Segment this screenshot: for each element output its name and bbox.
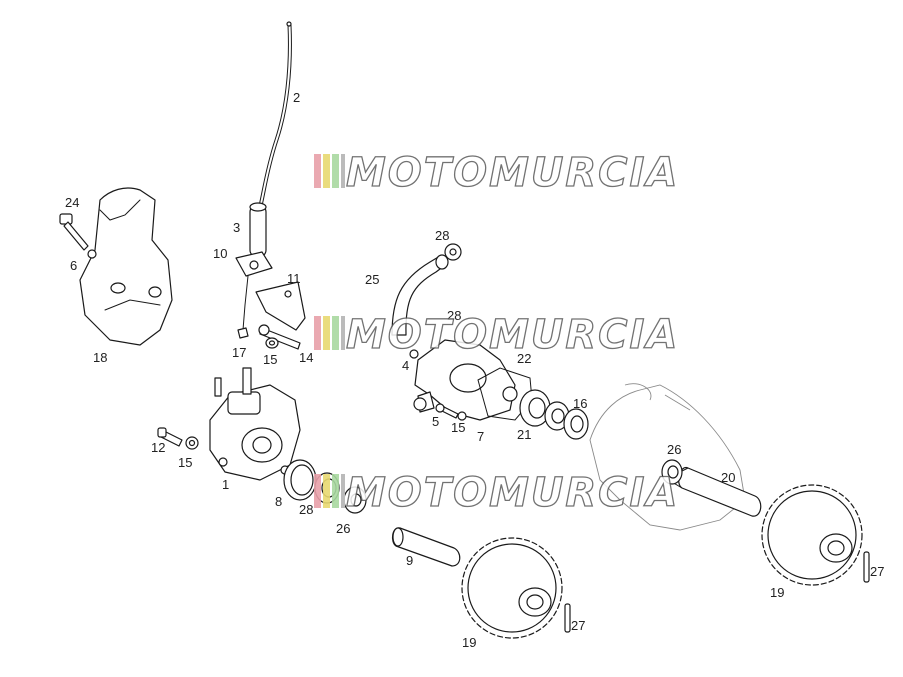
watermark-stripe bbox=[323, 316, 330, 350]
cover-part-18 bbox=[79, 187, 173, 346]
label-part-27-right: 27 bbox=[870, 564, 884, 579]
sleeve-part-3 bbox=[249, 202, 267, 258]
label-part-17: 17 bbox=[232, 345, 246, 360]
watermark-stripe bbox=[341, 474, 345, 508]
gear-part-19-left bbox=[461, 537, 563, 639]
label-part-28-top: 28 bbox=[435, 228, 449, 243]
washer-part-15-left bbox=[185, 436, 199, 450]
washer-part-6 bbox=[87, 249, 97, 259]
label-part-9: 9 bbox=[406, 553, 413, 568]
bracket-part-10 bbox=[235, 251, 273, 331]
watermark-stripe bbox=[314, 154, 321, 188]
watermark-logo-middle: MOTOMURCIA bbox=[314, 311, 679, 359]
clip-part-17 bbox=[237, 327, 249, 339]
watermark-stripe bbox=[332, 316, 339, 350]
screw-part-14 bbox=[258, 324, 301, 350]
label-part-12: 12 bbox=[151, 440, 165, 455]
ring-part-8 bbox=[283, 459, 317, 501]
watermark-logo-bottom: MOTOMURCIA bbox=[314, 469, 679, 517]
pin-part-27-right bbox=[863, 551, 870, 583]
watermark-stripe bbox=[341, 154, 345, 188]
label-part-25: 25 bbox=[365, 272, 379, 287]
pin-part-27-left bbox=[564, 603, 571, 633]
watermark-text: MOTOMURCIA bbox=[346, 312, 679, 358]
shaft-part-20 bbox=[671, 466, 762, 517]
label-part-28-lower: 28 bbox=[299, 502, 313, 517]
label-part-16: 16 bbox=[573, 396, 587, 411]
label-part-18: 18 bbox=[93, 350, 107, 365]
washer-part-15-top bbox=[265, 337, 279, 349]
label-part-5: 5 bbox=[432, 414, 439, 429]
watermark-stripe bbox=[314, 316, 321, 350]
watermark-text: MOTOMURCIA bbox=[346, 470, 679, 516]
bearing-part-16-b bbox=[563, 408, 589, 440]
label-part-20: 20 bbox=[721, 470, 735, 485]
label-part-19-right: 19 bbox=[770, 585, 784, 600]
washer-part-4 bbox=[409, 349, 419, 359]
bearing-part-16-a bbox=[544, 401, 570, 431]
label-part-3: 3 bbox=[233, 220, 240, 235]
hose-part-25 bbox=[391, 254, 449, 336]
watermark-stripe bbox=[323, 154, 330, 188]
plate-part-11 bbox=[255, 281, 306, 331]
housing-part-22 bbox=[413, 339, 516, 421]
cable-part-2 bbox=[257, 21, 292, 211]
watermark-stripe bbox=[341, 316, 345, 350]
label-part-24: 24 bbox=[65, 195, 79, 210]
watermark-stripe bbox=[332, 474, 339, 508]
label-part-6: 6 bbox=[70, 258, 77, 273]
label-part-11: 11 bbox=[287, 271, 301, 286]
bolt-part-12 bbox=[157, 427, 183, 447]
label-part-15-right: 15 bbox=[451, 420, 465, 435]
clamp-part-28-top bbox=[444, 243, 462, 261]
watermark-stripe bbox=[332, 154, 339, 188]
screw-part-5 bbox=[435, 403, 459, 419]
label-part-14: 14 bbox=[299, 350, 313, 365]
gear-part-19-right bbox=[761, 484, 863, 586]
label-part-27-left: 27 bbox=[571, 618, 585, 633]
pump-body-part-1 bbox=[209, 367, 301, 481]
shaft-part-9 bbox=[391, 527, 461, 567]
washer-part-26-left bbox=[343, 486, 367, 514]
label-part-8: 8 bbox=[275, 494, 282, 509]
label-part-7: 7 bbox=[477, 429, 484, 444]
label-part-28-mid: 28 bbox=[447, 308, 461, 323]
label-part-26-left: 26 bbox=[336, 521, 350, 536]
watermark-logo-top: MOTOMURCIA bbox=[314, 149, 679, 197]
bolt-part-24 bbox=[59, 213, 89, 251]
watermark-stripe bbox=[323, 474, 330, 508]
bearing-part-21 bbox=[519, 389, 551, 427]
label-part-22: 22 bbox=[517, 351, 531, 366]
washer-part-15-right bbox=[457, 411, 467, 421]
part-labels: 2 3 10 11 17 15 14 24 6 18 28 25 28 4 22… bbox=[65, 90, 884, 650]
label-part-21: 21 bbox=[517, 427, 531, 442]
engine-casing-outline bbox=[589, 383, 746, 531]
label-part-15-left: 15 bbox=[178, 455, 192, 470]
label-part-4: 4 bbox=[402, 358, 409, 373]
label-part-15-top: 15 bbox=[263, 352, 277, 367]
watermark-stripe bbox=[314, 474, 321, 508]
watermark-text: MOTOMURCIA bbox=[346, 150, 679, 196]
washer-part-26-right bbox=[661, 459, 683, 485]
label-part-2: 2 bbox=[293, 90, 300, 105]
label-part-26-right: 26 bbox=[667, 442, 681, 457]
label-part-1: 1 bbox=[222, 477, 229, 492]
label-part-19-left: 19 bbox=[462, 635, 476, 650]
label-part-10: 10 bbox=[213, 246, 227, 261]
